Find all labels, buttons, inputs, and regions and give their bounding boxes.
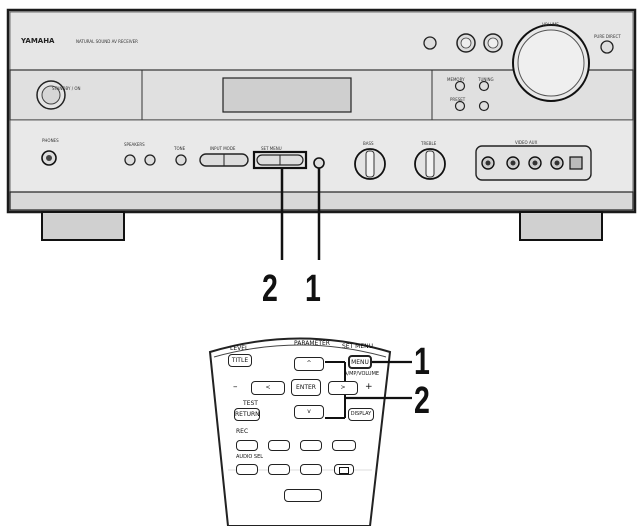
remote-button[interactable]	[236, 464, 258, 475]
phones-label: PHONES	[42, 138, 59, 143]
remote-button[interactable]	[236, 440, 258, 451]
volume-label: VOLUME	[542, 22, 559, 27]
parameter-label: PARAMETER	[294, 340, 330, 347]
return-button[interactable]: RETURN	[234, 408, 260, 421]
brand-logo: YAMAHA	[21, 37, 55, 45]
play-button[interactable]	[284, 489, 322, 502]
cursor-down-button[interactable]: v	[294, 405, 324, 419]
remote-button[interactable]	[300, 464, 322, 475]
menu-button[interactable]: MENU	[348, 355, 372, 369]
callout-2-remote: 2	[414, 380, 430, 422]
tuning-label: TUNING	[478, 77, 494, 82]
minus-label: –	[233, 382, 238, 392]
pure-direct-label: PURE DIRECT	[594, 34, 621, 39]
cursor-left-button[interactable]: <	[251, 381, 285, 395]
stop-icon	[339, 466, 349, 474]
plus-label: +	[365, 382, 373, 392]
tone-label: TONE	[174, 146, 186, 151]
remote-button[interactable]	[268, 440, 290, 451]
remote-button[interactable]	[300, 440, 322, 451]
stop-button[interactable]	[334, 464, 354, 475]
audio-sel-label: AUDIO SEL	[236, 454, 264, 460]
model-name: NATURAL SOUND AV RECEIVER	[76, 39, 138, 44]
title-button[interactable]: TITLE	[228, 354, 252, 367]
level-label: LEVEL	[230, 345, 249, 352]
bass-label: BASS	[363, 141, 374, 146]
remote-button[interactable]	[332, 440, 356, 451]
input-mode-label: INPUT MODE	[210, 146, 236, 151]
set-menu-label: SET MENU	[261, 146, 282, 151]
memory-label: MEMORY	[447, 77, 465, 82]
rec-label: REC	[236, 428, 249, 435]
treble-label: TREBLE	[421, 141, 437, 146]
display-button[interactable]: DISPLAY	[348, 408, 374, 421]
callout-1-remote: 1	[414, 341, 430, 383]
callout-1-receiver: 1	[305, 268, 321, 310]
preset-label: PRESET	[450, 97, 466, 102]
callout-2-receiver: 2	[262, 268, 278, 310]
cursor-up-button[interactable]: ^	[294, 357, 324, 371]
amp-label: A/MP/VOLUME	[344, 371, 380, 377]
video-aux-label: VIDEO AUX	[515, 140, 538, 145]
enter-button[interactable]: ENTER	[291, 379, 321, 396]
remote-set-menu-label: SET MENU	[342, 343, 374, 350]
speakers-label: SPEAKERS	[124, 142, 145, 147]
cursor-right-button[interactable]: >	[328, 381, 358, 395]
remote-button[interactable]	[268, 464, 290, 475]
test-label: TEST	[243, 400, 258, 407]
standby-label: STANDBY / ON	[52, 86, 81, 91]
receiver-body-drawing	[6, 8, 637, 260]
